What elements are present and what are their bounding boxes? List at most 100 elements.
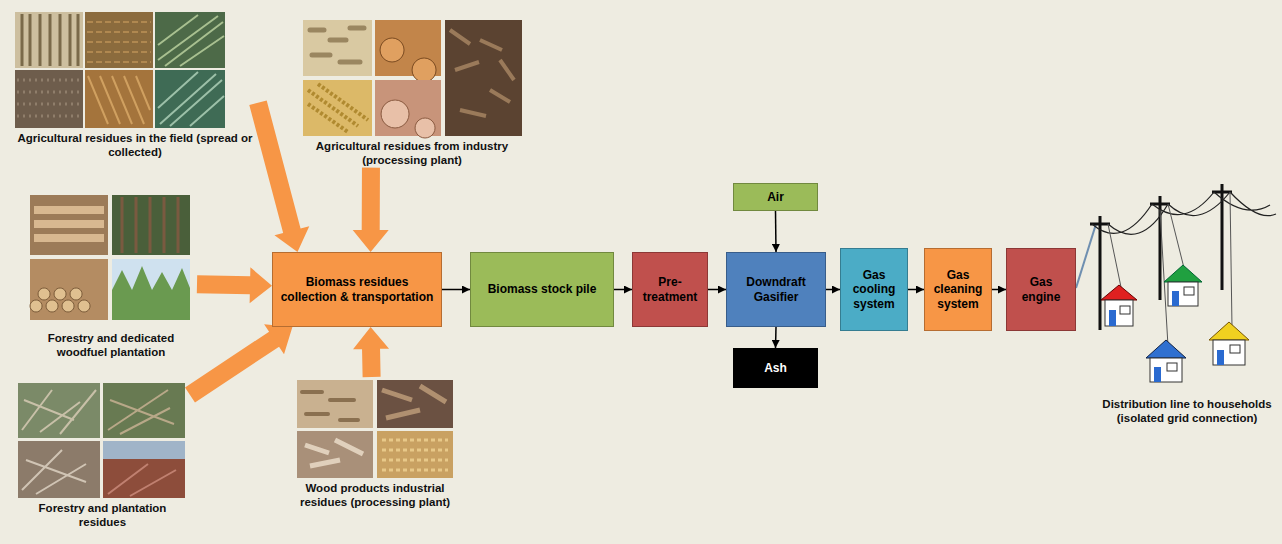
house-roof xyxy=(1146,340,1186,358)
photo-tile xyxy=(303,80,372,136)
photo-tile xyxy=(103,383,185,438)
process-box: Gas cleaning system xyxy=(924,248,992,331)
source-caption: Forestry and plantation residues xyxy=(15,502,190,530)
photo-texture xyxy=(108,464,176,496)
process-arrow xyxy=(614,289,632,291)
box-label: Gas engine xyxy=(1012,275,1070,304)
photo-group xyxy=(30,195,190,320)
process-box: Gas cooling system xyxy=(840,248,908,331)
photo-texture xyxy=(30,288,90,312)
photo-tile xyxy=(377,380,453,428)
photo-texture xyxy=(17,80,81,116)
process-box: Downdraft Gasifier xyxy=(726,252,826,327)
power-line-illustration xyxy=(1076,184,1276,382)
house-roof xyxy=(1209,322,1249,340)
box-label: Biomass residues collection & transporta… xyxy=(278,275,436,304)
photo-texture xyxy=(122,197,178,253)
photo-tile xyxy=(112,195,190,255)
photo-texture xyxy=(34,210,104,238)
source-caption: Wood products industrial residues (proce… xyxy=(290,482,460,510)
box-label: Ash xyxy=(764,361,787,375)
photo-tile xyxy=(15,12,83,68)
source-group: Forestry and plantation residues xyxy=(15,380,190,530)
feedstock-arrow xyxy=(197,267,272,303)
photo-tile xyxy=(445,20,522,136)
photo-group xyxy=(18,383,185,498)
photo-tile xyxy=(85,12,153,68)
process-box: Biomass stock pile xyxy=(470,252,614,327)
source-caption: Agricultural residues in the field (spre… xyxy=(12,132,258,160)
process-arrow xyxy=(992,289,1006,291)
photo-group xyxy=(303,20,522,138)
process-arrow xyxy=(908,289,924,291)
process-arrow xyxy=(442,289,470,291)
process-arrow xyxy=(775,211,777,252)
process-box: Biomass residues collection & transporta… xyxy=(272,252,442,327)
process-box: Air xyxy=(733,183,818,211)
feed-wire xyxy=(1076,224,1096,288)
photo-tile xyxy=(297,431,373,478)
photo-texture xyxy=(22,14,78,66)
house-door xyxy=(1109,310,1116,326)
house-door xyxy=(1172,291,1179,306)
photo-tile xyxy=(155,12,225,68)
source-group: Agricultural residues in the field (spre… xyxy=(12,10,258,160)
photo-texture xyxy=(87,22,151,62)
photo-tile xyxy=(18,383,100,438)
photo-texture xyxy=(103,441,185,459)
photo-texture xyxy=(112,266,190,320)
source-group: Agricultural residues from industry (pro… xyxy=(298,18,526,168)
photo-texture xyxy=(108,390,174,434)
source-caption: Agricultural residues from industry (pro… xyxy=(298,140,526,168)
photo-tile xyxy=(103,441,185,498)
photo-texture xyxy=(22,450,86,494)
photo-tile xyxy=(297,380,373,428)
process-arrow xyxy=(826,289,840,291)
process-box: Ash xyxy=(733,348,818,388)
feedstock-arrow xyxy=(353,168,389,252)
source-caption: Forestry and dedicated woodfuel plantati… xyxy=(25,332,197,360)
illustration-caption: Distribution line to households (isolate… xyxy=(1098,398,1276,426)
photo-tile xyxy=(30,259,108,320)
box-label: Biomass stock pile xyxy=(488,282,597,296)
photo-texture xyxy=(310,28,364,62)
photo-texture xyxy=(308,84,368,132)
pole xyxy=(1100,184,1222,330)
photo-texture xyxy=(381,100,435,138)
photo-tile xyxy=(377,431,453,478)
house-door xyxy=(1154,367,1161,382)
photo-tile xyxy=(303,20,372,76)
photo-texture xyxy=(158,72,224,126)
process-arrow xyxy=(708,289,726,291)
house-meter xyxy=(1167,363,1177,371)
feedstock-arrow xyxy=(353,327,389,377)
box-label: Pre-treatment xyxy=(638,275,702,304)
photo-group xyxy=(15,12,225,128)
house-body xyxy=(1213,340,1245,365)
house-door xyxy=(1217,350,1224,365)
photo-tile xyxy=(85,70,153,128)
process-box: Gas engine xyxy=(1006,248,1076,331)
house-roof xyxy=(1101,285,1137,300)
photo-texture xyxy=(382,440,448,470)
photo-tile xyxy=(18,441,100,498)
box-label: Air xyxy=(767,190,784,204)
house-roof xyxy=(1164,265,1202,282)
house-meter xyxy=(1120,306,1130,314)
source-group: Wood products industrial residues (proce… xyxy=(290,377,460,510)
house-body xyxy=(1150,358,1182,382)
house-meter xyxy=(1230,345,1240,353)
box-label: Gas cooling system xyxy=(846,268,902,311)
house-meter xyxy=(1184,287,1194,295)
photo-texture xyxy=(88,76,150,124)
feedstock-arrow xyxy=(185,324,292,402)
box-label: Downdraft Gasifier xyxy=(732,275,820,304)
source-group: Forestry and dedicated woodfuel plantati… xyxy=(25,192,197,360)
photo-tile xyxy=(15,70,83,128)
process-arrow xyxy=(775,327,777,348)
box-label: Gas cleaning system xyxy=(930,268,986,311)
house-body xyxy=(1168,282,1198,306)
photo-texture xyxy=(158,15,224,66)
photo-tile xyxy=(30,195,108,255)
